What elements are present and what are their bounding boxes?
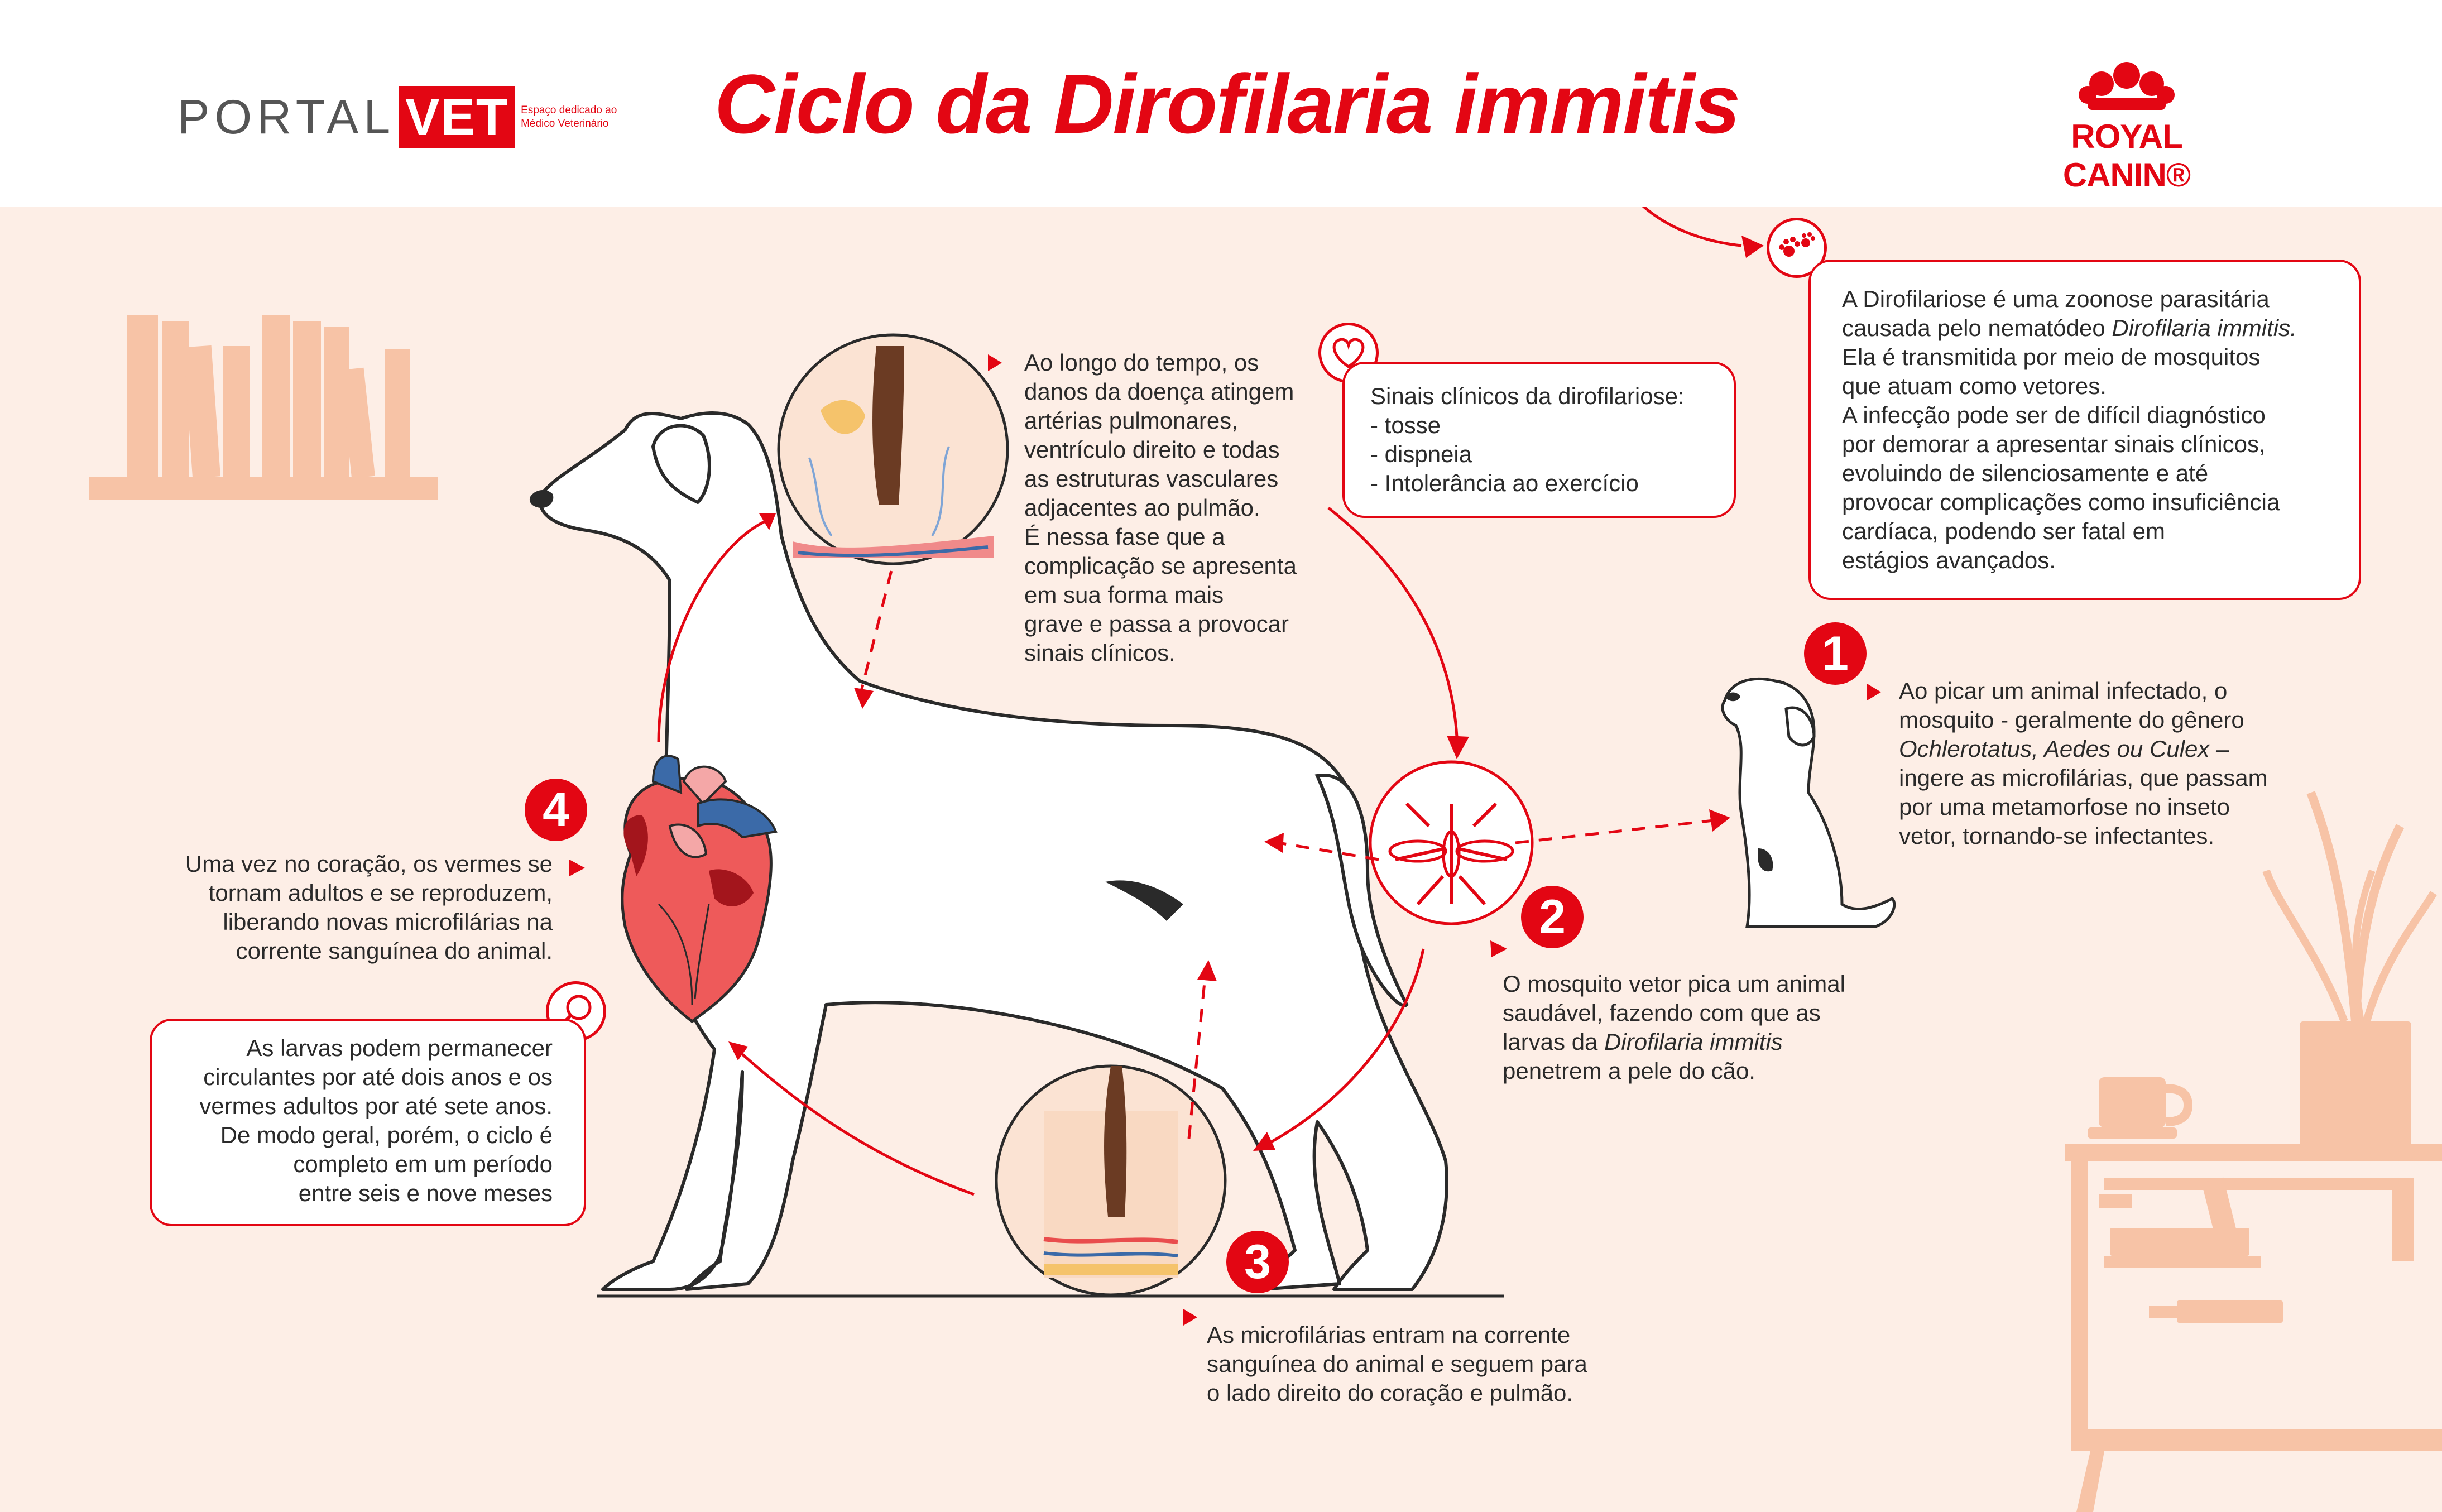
step-4-badge: 4: [525, 779, 587, 841]
skin-lung-magnifier-top: [777, 333, 1009, 565]
skin-magnifier-bottom: [995, 1064, 1227, 1297]
clinical-sign-item: - dispneia: [1370, 441, 1472, 467]
intro-line: Ela é transmitida por meio de mosquitos: [1842, 344, 2261, 370]
portalvet-logo[interactable]: PORTAL VET Espaço dedicado ao Médico Vet…: [177, 84, 649, 151]
clinical-sign-item: - Intolerância ao exercício: [1370, 470, 1639, 496]
clinical-signs-text: Sinais clínicos da dirofilariose: - toss…: [1370, 382, 1728, 498]
step-1-badge: 1: [1804, 622, 1867, 685]
step-2-line: O mosquito vetor pica um animal: [1503, 971, 1845, 997]
step-3-text: As microfilárias entram na corrente sang…: [1207, 1321, 1631, 1408]
step-1-line: Ao picar um animal infectado, o: [1899, 678, 2228, 704]
clinical-sign-item: - tosse: [1370, 412, 1441, 438]
step-1-genus-line: Ochlerotatus, Aedes ou Culex –: [1899, 736, 2229, 762]
intro-species-name: Dirofilaria immitis.: [2112, 315, 2297, 341]
step-2-line: saudável, fazendo com que as: [1503, 1000, 1821, 1026]
dog-patch: [1105, 880, 1183, 921]
step-4-line: Uma vez no coração, os vermes se: [185, 851, 553, 877]
step-3-line: o lado direito do coração e pulmão.: [1207, 1380, 1573, 1406]
damage-line: complicação se apresenta: [1024, 553, 1297, 579]
clinical-signs-box: [1342, 362, 1736, 518]
intro-box: [1808, 260, 2361, 600]
clinical-signs-title: Sinais clínicos da dirofilariose:: [1370, 383, 1685, 409]
heart-illustration: [621, 755, 778, 1024]
step-4-line: liberando novas microfilárias na: [223, 909, 553, 935]
step-1-line: vetor, tornando-se infectantes.: [1899, 823, 2215, 849]
dog-nose: [529, 490, 554, 508]
crown-icon: [2079, 62, 2175, 110]
damage-line: danos da doença atingem: [1024, 378, 1294, 405]
page-title: Ciclo da Dirofilaria immitis: [714, 57, 1740, 151]
damage-line: Ao longo do tempo, os: [1024, 349, 1259, 376]
duration-line: entre seis e nove meses: [298, 1180, 553, 1206]
damage-line: as estruturas vasculares: [1024, 465, 1279, 492]
arrow-heads: [569, 236, 1881, 1326]
step-1-text: Ao picar um animal infectado, o mosquito…: [1899, 676, 2345, 851]
intro-line: A Dirofilariose é uma zoonose parasitári…: [1842, 286, 2270, 312]
logo-word-portal: PORTAL: [177, 90, 396, 144]
small-dog-illustration: [1721, 677, 1896, 928]
duration-line: De modo geral, porém, o ciclo é: [220, 1122, 553, 1148]
duration-line: circulantes por até dois anos e os: [203, 1064, 553, 1090]
dog-tail: [1314, 774, 1409, 1007]
duration-line: vermes adultos por até sete anos.: [199, 1093, 553, 1119]
duration-box: [150, 1019, 586, 1226]
intro-line: A infecção pode ser de difícil diagnósti…: [1842, 402, 2266, 428]
step-2-badge: 2: [1521, 886, 1584, 948]
step-4-text: Uma vez no coração, os vermes se tornam …: [134, 849, 553, 966]
step-4-line: tornam adultos e se reproduzem,: [208, 880, 553, 906]
logo-tagline: Espaço dedicado ao Médico Veterinário: [521, 104, 617, 129]
intro-line: provocar complicações como insuficiência: [1842, 489, 2280, 515]
damage-text: Ao longo do tempo, os danos da doença at…: [1024, 348, 1337, 668]
intro-text: A Dirofilariose é uma zoonose parasitári…: [1842, 285, 2344, 575]
step-2-text: O mosquito vetor pica um animal saudável…: [1503, 969, 1882, 1086]
damage-line: É nessa fase que a: [1024, 524, 1225, 550]
step-3-badge: 3: [1226, 1231, 1289, 1293]
step-3-line: As microfilárias entram na corrente: [1207, 1322, 1571, 1348]
damage-line: grave e passa a provocar: [1024, 611, 1289, 637]
mosquito-illustration: [1369, 760, 1534, 925]
duration-line: As larvas podem permanecer: [246, 1035, 553, 1061]
furniture-decoration: [2065, 791, 2442, 1512]
step-1-line: por uma metamorfose no inseto: [1899, 794, 2230, 820]
damage-line: sinais clínicos.: [1024, 640, 1176, 666]
royal-canin-logo[interactable]: ROYAL CANIN®: [2004, 61, 2249, 194]
intro-line: por demorar a apresentar sinais clínicos…: [1842, 431, 2266, 457]
logo-word-vet: VET: [399, 86, 516, 148]
intro-line: estágios avançados.: [1842, 547, 2056, 573]
intro-line: cardíaca, podendo ser fatal em: [1842, 518, 2166, 544]
step-4-line: corrente sanguínea do animal.: [236, 938, 553, 964]
step-2-line: larvas da: [1503, 1029, 1598, 1055]
step-2-line: penetrem a pele do cão.: [1503, 1058, 1755, 1084]
damage-line: ventrículo direito e todas: [1024, 436, 1280, 463]
damage-line: adjacentes ao pulmão.: [1024, 495, 1260, 521]
bookshelf-decoration: [89, 315, 438, 500]
step-1-line: mosquito - geralmente do gênero: [1899, 707, 2244, 733]
step-1-line: ingere as microfilárias, que passam: [1899, 765, 2268, 791]
step-3-line: sanguínea do animal e seguem para: [1207, 1351, 1587, 1377]
royal-canin-wordmark: ROYAL CANIN®: [2062, 118, 2191, 194]
duration-line: completo em um período: [293, 1151, 553, 1177]
intro-line: causada pelo nematódeo: [1842, 315, 2105, 341]
intro-line: evoluindo de silenciosamente e até: [1842, 460, 2209, 486]
damage-line: artérias pulmonares,: [1024, 407, 1238, 434]
intro-line: que atuam como vetores.: [1842, 373, 2107, 399]
step-2-species-name: Dirofilaria immitis: [1604, 1029, 1783, 1055]
damage-line: em sua forma mais: [1024, 582, 1224, 608]
duration-text: As larvas podem permanecer circulantes p…: [162, 1034, 553, 1208]
